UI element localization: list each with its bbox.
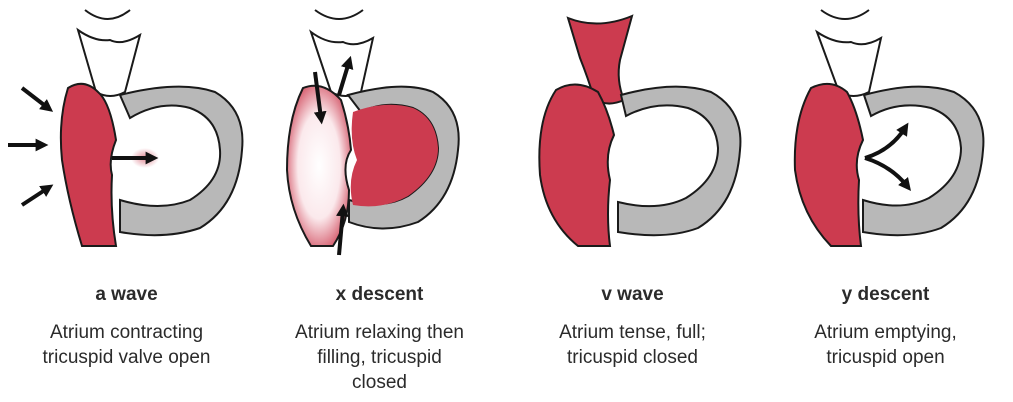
panel-caption: Atrium emptying, tricuspid open: [759, 320, 1012, 370]
panel-title: y descent: [759, 284, 1012, 306]
caption-line: Atrium relaxing then: [253, 320, 506, 345]
right-atrium: [539, 84, 614, 246]
heart-v-wave-illustration: [506, 0, 759, 270]
caption-line: tricuspid closed: [506, 345, 759, 370]
panel-y-descent: y descent Atrium emptying, tricuspid ope…: [759, 0, 1012, 402]
aorta-outline: [821, 10, 869, 19]
caption-line: Atrium tense, full;: [506, 320, 759, 345]
right-atrium: [61, 84, 116, 246]
heart-x-descent-illustration: [253, 0, 506, 270]
panel-title: x descent: [253, 284, 506, 306]
caption-line: tricuspid open: [759, 345, 1012, 370]
panel-title: v wave: [506, 284, 759, 306]
contraction-arrow-top: [22, 88, 48, 108]
heart-y-descent-illustration: [759, 0, 1012, 270]
panel-a-wave: a wave Atrium contracting tricuspid valv…: [0, 0, 253, 402]
contraction-arrow-bottom: [22, 188, 48, 205]
panel-caption: Atrium tense, full; tricuspid closed: [506, 320, 759, 370]
caption-line: Atrium emptying,: [759, 320, 1012, 345]
right-atrium: [795, 84, 863, 246]
caption-line: tricuspid valve open: [0, 345, 253, 370]
panel-v-wave: v wave Atrium tense, full; tricuspid clo…: [506, 0, 759, 402]
panel-caption: Atrium relaxing then filling, tricuspid …: [253, 320, 506, 395]
caption-line: filling, tricuspid: [253, 345, 506, 370]
aorta-outline: [85, 10, 130, 19]
emptying-arrow-up: [865, 128, 905, 158]
heart-a-wave-illustration: [0, 0, 253, 270]
panel-x-descent: x descent Atrium relaxing then filling, …: [253, 0, 506, 402]
panel-caption: Atrium contracting tricuspid valve open: [0, 320, 253, 370]
ventricle-wall: [618, 87, 740, 236]
emptying-arrow-down: [865, 158, 907, 186]
caption-line: Atrium contracting: [0, 320, 253, 345]
panel-title: a wave: [0, 284, 253, 306]
ventricle-wall: [863, 87, 983, 236]
caption-line: closed: [253, 370, 506, 395]
aorta-outline: [315, 10, 363, 19]
